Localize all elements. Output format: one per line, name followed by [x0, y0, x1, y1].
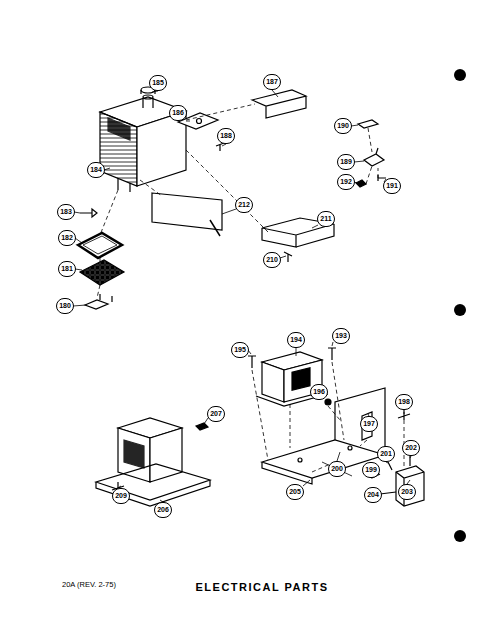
capacitor [396, 466, 424, 506]
sheet-title: ELECTRICAL PARTS [196, 581, 329, 593]
screw [80, 209, 97, 217]
power-transformer [96, 418, 210, 506]
gasket [78, 233, 122, 258]
transformer [256, 352, 328, 406]
callout-number: 190 [334, 118, 352, 134]
component-bracket [262, 388, 385, 484]
callout-number: 183 [57, 204, 75, 220]
callout-number: 184 [87, 162, 105, 178]
callout-number: 211 [317, 211, 334, 227]
callout-number: 191 [383, 178, 401, 194]
clip [85, 294, 112, 309]
callout-number: 196 [310, 384, 328, 400]
wire-lead [322, 462, 352, 476]
callout-number: 202 [402, 440, 420, 456]
magnetron [100, 87, 186, 192]
callout-number: 207 [207, 406, 225, 422]
punch-dot [454, 530, 466, 542]
nut [356, 180, 366, 187]
callout-number: 205 [286, 484, 304, 500]
leader-line [73, 90, 411, 502]
callout-number: 182 [58, 230, 76, 246]
screw [216, 143, 224, 151]
callout-number: 194 [287, 332, 305, 348]
nut [325, 399, 331, 405]
screw [284, 252, 292, 262]
terminal-plate [358, 120, 378, 128]
nut [196, 423, 208, 430]
callout-number: 209 [112, 488, 130, 504]
filter [80, 260, 124, 285]
callout-number: 198 [395, 394, 413, 410]
cover-plate [152, 193, 222, 230]
callout-number: 185 [149, 75, 167, 91]
sheet-number: 20A (REV. 2-75) [62, 580, 116, 589]
callout-number: 189 [337, 154, 355, 170]
callout-number: 195 [231, 342, 249, 358]
callout-number: 206 [154, 502, 172, 518]
callout-number: 188 [217, 128, 235, 144]
bracket [252, 90, 306, 118]
callout-number: 187 [263, 74, 281, 90]
callout-number: 197 [360, 416, 378, 432]
assembly-line [97, 104, 268, 298]
callout-number: 180 [56, 298, 74, 314]
callout-number: 200 [328, 461, 346, 477]
callout-number: 201 [377, 446, 395, 462]
screw [248, 356, 256, 368]
callout-number: 193 [332, 328, 350, 344]
callout-number: 181 [58, 261, 76, 277]
screw [398, 410, 410, 420]
clip [364, 148, 384, 166]
callout-number: 199 [362, 462, 380, 478]
callout-number: 203 [398, 484, 416, 500]
callout-number: 204 [364, 487, 382, 503]
callout-number: 212 [235, 197, 253, 213]
punch-dot [454, 304, 466, 316]
callout-number: 192 [337, 174, 355, 190]
screw [328, 348, 336, 360]
punch-dot [454, 69, 466, 81]
callout-number: 186 [169, 105, 187, 121]
callout-number: 210 [263, 252, 281, 268]
